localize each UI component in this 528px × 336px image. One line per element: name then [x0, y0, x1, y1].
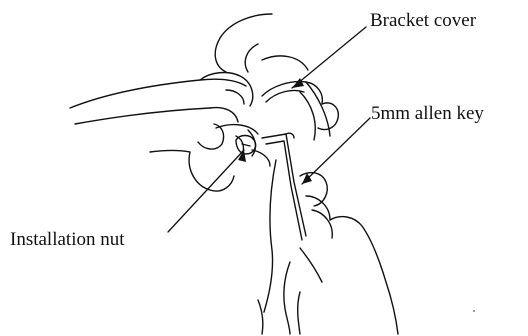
bracket-cover-leader [292, 27, 366, 88]
allen-key-leader [302, 118, 370, 184]
installation-nut-label: Installation nut [10, 230, 125, 249]
right-hand-drawing [258, 160, 398, 334]
bracket-cover-drawing [236, 82, 338, 166]
bracket-cover-label: Bracket cover [370, 11, 476, 30]
installation-nut-leader [168, 150, 244, 232]
left-hand-drawing [70, 14, 308, 191]
allen-key-drawing [262, 133, 306, 240]
allen-key-label: 5mm allen key [371, 104, 484, 123]
speck [473, 310, 475, 312]
